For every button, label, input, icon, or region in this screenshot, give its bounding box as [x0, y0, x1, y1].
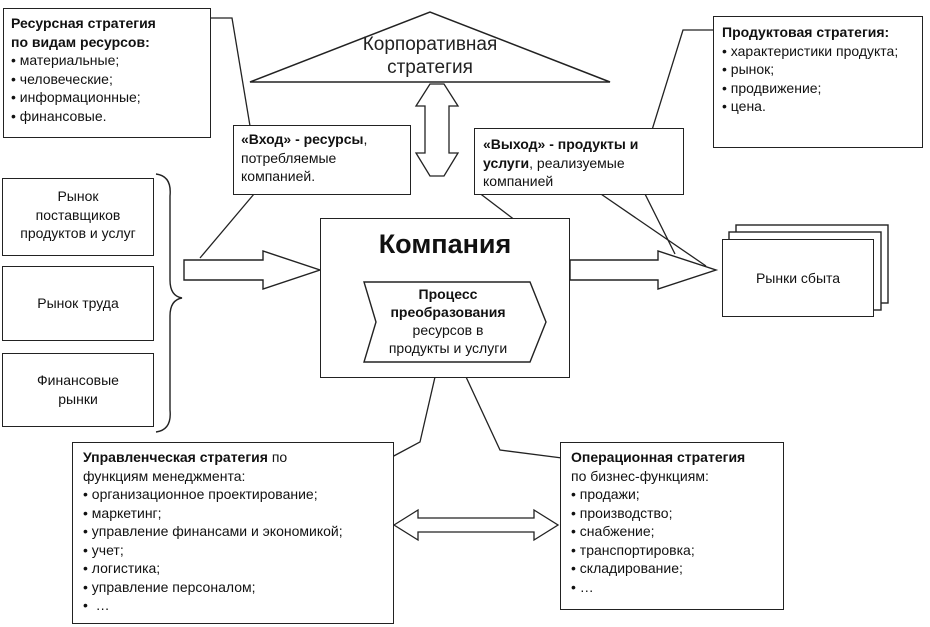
- operational-item: складирование;: [571, 559, 773, 578]
- management-item: управление персоналом;: [83, 578, 383, 597]
- resource-list: материальные; человеческие; информационн…: [11, 51, 203, 125]
- sales-markets-box: Рынки сбыта: [722, 239, 874, 317]
- management-title-bold: Управленческая стратегия: [83, 449, 268, 465]
- resource-strategy-box: Ресурсная стратегия по видам ресурсов: м…: [3, 8, 211, 138]
- financial-markets-box: Финансовые рынки: [2, 353, 154, 427]
- operational-title: Операционная стратегия: [571, 449, 746, 465]
- output-callout-line-3: [643, 191, 676, 255]
- management-item: управление финансами и экономикой;: [83, 522, 383, 541]
- financial-line1: Финансовые: [37, 372, 119, 388]
- product-title: Продуктовая стратегия:: [722, 24, 890, 40]
- process-line3: ресурсов в: [412, 322, 484, 338]
- resource-item: информационные;: [11, 88, 203, 107]
- input-bold: «Вход» - ресурсы: [241, 131, 364, 147]
- output-bold-line2: услуги: [483, 154, 530, 171]
- labor-line1: Рынок труда: [37, 295, 119, 311]
- resource-item: материальные;: [11, 51, 203, 70]
- markets-brace: [155, 173, 183, 433]
- input-line2: потребляемые: [241, 149, 337, 166]
- management-callout-line: [389, 363, 439, 459]
- operational-item: производство;: [571, 504, 773, 523]
- resource-callout-line: [211, 17, 251, 127]
- output-callout-box: «Выход» - продукты и услуги, реализуемые…: [474, 128, 684, 195]
- sales-label: Рынки сбыта: [755, 270, 841, 286]
- input-line3: компанией.: [241, 168, 316, 184]
- operational-title-line2: по бизнес-функциям:: [571, 467, 709, 484]
- product-list: характеристики продукта; рынок; продвиже…: [722, 42, 914, 116]
- company-title: Компания: [378, 229, 512, 259]
- operational-item: продажи;: [571, 485, 773, 504]
- operational-item: снабжение;: [571, 522, 773, 541]
- operational-list: продажи; производство; снабжение; трансп…: [571, 485, 773, 596]
- management-title-rest: по: [267, 449, 288, 465]
- management-title-line2: функциям менеджмента:: [83, 467, 246, 484]
- product-item: продвижение;: [722, 79, 914, 98]
- vertical-double-arrow: [414, 83, 460, 177]
- process-bold2: преобразования: [390, 304, 506, 320]
- management-item: логистика;: [83, 559, 383, 578]
- output-line3: компанией: [483, 173, 554, 189]
- output-line2: услуги, реализуемые: [483, 154, 675, 173]
- product-item: характеристики продукта;: [722, 42, 914, 61]
- input-arrow: [183, 250, 323, 290]
- output-rest-line2: , реализуемые: [529, 154, 625, 171]
- input-line1: «Вход» - ресурсы,: [241, 130, 403, 149]
- financial-line2: рынки: [58, 390, 98, 407]
- supplier-line3: продуктов и услуг: [20, 225, 136, 241]
- labor-market-box: Рынок труда: [2, 266, 154, 341]
- process-line4: продукты и услуги: [388, 340, 508, 356]
- corporate-strategy-label: Корпоративная стратегия: [340, 33, 520, 79]
- output-callout-line-2: [597, 191, 707, 267]
- operational-item: …: [571, 578, 773, 597]
- output-arrow: [569, 250, 719, 290]
- resource-item: финансовые.: [11, 107, 203, 126]
- horizontal-double-arrow: [392, 508, 560, 542]
- resource-title-line1: Ресурсная стратегия: [11, 15, 156, 31]
- management-item: …: [83, 596, 383, 615]
- management-list: организационное проектирование; маркетин…: [83, 485, 383, 615]
- operational-item: транспортировка;: [571, 541, 773, 560]
- supplier-line2: поставщиков: [35, 206, 121, 223]
- process-bold1: Процесс: [418, 286, 478, 302]
- input-comma: ,: [363, 131, 368, 147]
- output-bold-line1: «Выход» - продукты и: [483, 136, 639, 152]
- product-item: цена.: [722, 97, 914, 116]
- process-label: Процесс преобразования ресурсов в продук…: [368, 285, 528, 357]
- corporate-line1: Корпоративная: [362, 34, 498, 55]
- management-item: маркетинг;: [83, 504, 383, 523]
- corporate-line2: стратегия: [387, 57, 473, 78]
- management-strategy-box: Управленческая стратегия по функциям мен…: [72, 442, 394, 624]
- operational-strategy-box: Операционная стратегия по бизнес-функция…: [560, 442, 784, 610]
- corporate-strategy-triangle: [249, 11, 611, 83]
- management-title-line1: Управленческая стратегия по: [83, 448, 383, 467]
- product-strategy-box: Продуктовая стратегия: характеристики пр…: [713, 16, 923, 148]
- resource-title-line2: по видам ресурсов:: [11, 33, 150, 50]
- supplier-line1: Рынок: [57, 188, 99, 204]
- input-callout-box: «Вход» - ресурсы, потребляемые компанией…: [233, 125, 411, 195]
- product-callout-line: [651, 29, 713, 131]
- resource-item: человеческие;: [11, 70, 203, 89]
- management-item: учет;: [83, 541, 383, 560]
- management-item: организационное проектирование;: [83, 485, 383, 504]
- operational-callout-line: [459, 363, 563, 459]
- product-item: рынок;: [722, 60, 914, 79]
- input-callout-line: [199, 193, 255, 259]
- supplier-market-box: Рынок поставщиков продуктов и услуг: [2, 178, 154, 256]
